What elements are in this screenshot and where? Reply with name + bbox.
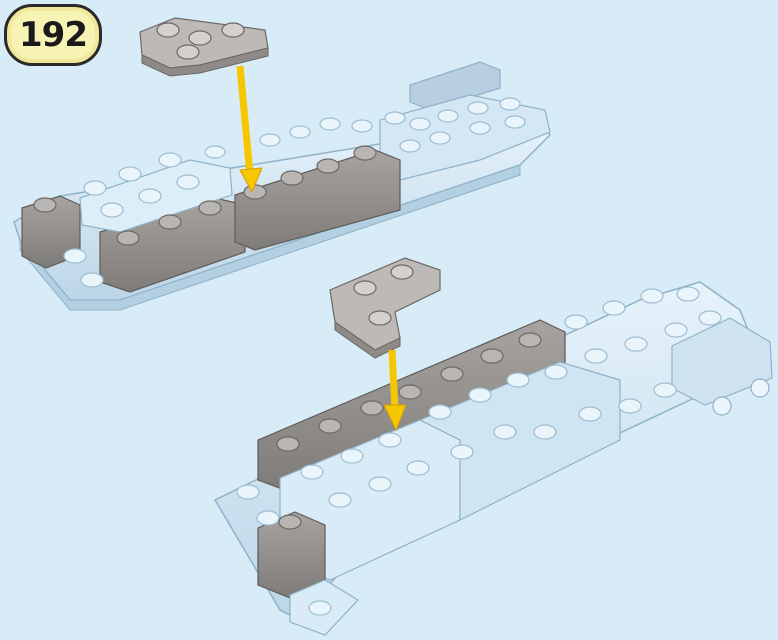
top-yellow-arrow-icon [240,66,262,192]
top-assembly [14,18,550,310]
bottom-falling-corner-plate [330,258,440,358]
top-falling-corner-plate [140,18,268,76]
bottom-assembly [215,258,772,635]
